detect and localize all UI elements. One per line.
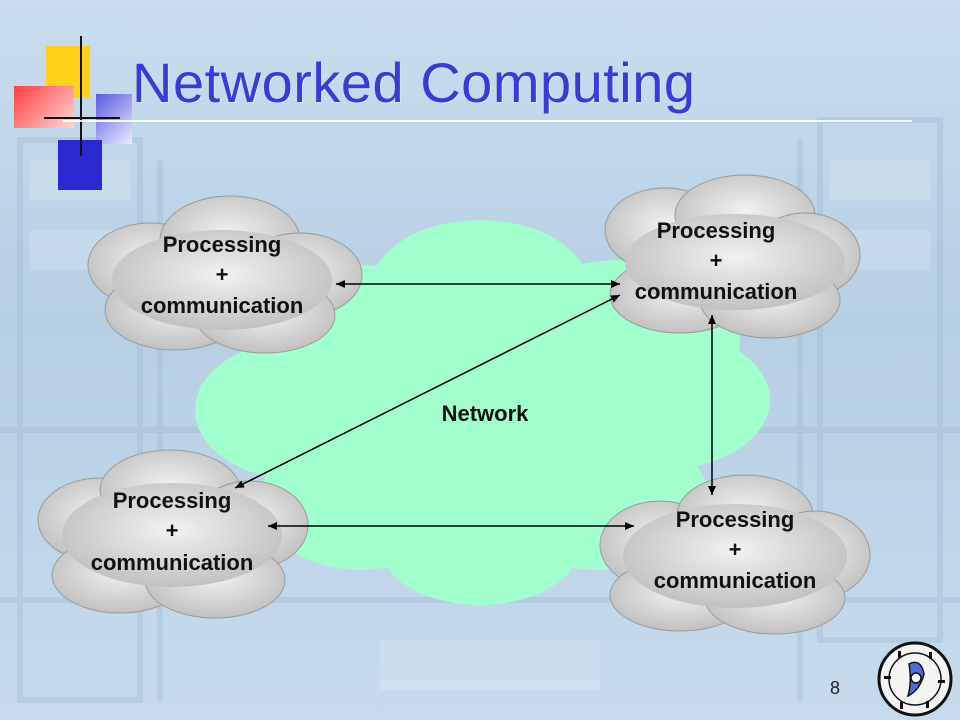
title-underline <box>62 120 912 122</box>
node-label-top-right: Processing + communication <box>635 218 798 304</box>
network-label: Network <box>442 401 530 426</box>
compass-logo-icon <box>877 641 953 717</box>
node-bottom-right-line1: Processing <box>676 507 795 532</box>
node-top-right-line1: Processing <box>657 218 776 243</box>
node-bottom-right-line2: + <box>729 537 742 562</box>
deco-blue-small-square <box>96 94 132 144</box>
node-top-left-line3: communication <box>141 293 304 318</box>
deco-vertical-line <box>80 36 82 156</box>
node-cloud-bottom-left <box>37 449 309 619</box>
node-bottom-left-line1: Processing <box>113 488 232 513</box>
node-label-bottom-right: Processing + communication <box>654 507 817 593</box>
connection-bottom-left-to-top-right <box>234 294 621 489</box>
node-bottom-right-line3: communication <box>654 568 817 593</box>
node-top-left-line2: + <box>216 262 229 287</box>
slide-title: Networked Computing <box>132 51 696 114</box>
node-top-right-line3: communication <box>635 279 798 304</box>
node-top-left-line1: Processing <box>163 232 282 257</box>
node-bottom-left-line3: communication <box>91 550 254 575</box>
node-top-right-line2: + <box>710 248 723 273</box>
page-number: 8 <box>830 678 841 698</box>
node-bottom-left-line2: + <box>166 518 179 543</box>
node-label-bottom-left: Processing + communication <box>91 488 254 575</box>
deco-horizontal-line <box>44 117 120 119</box>
node-cloud-top-right <box>604 174 861 339</box>
